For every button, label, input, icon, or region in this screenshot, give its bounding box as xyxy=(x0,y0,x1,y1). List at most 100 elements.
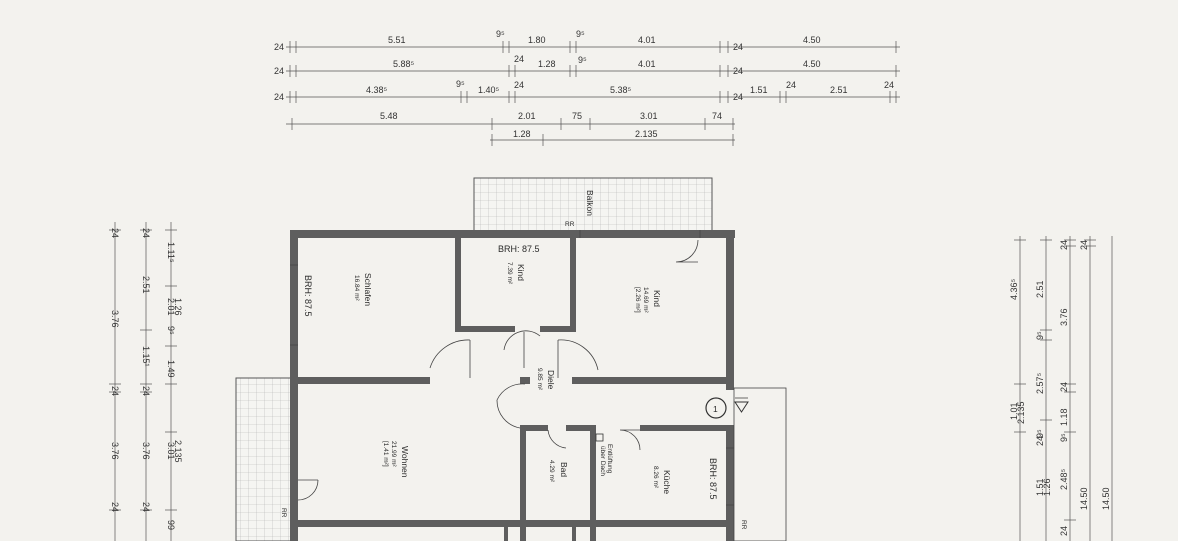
room-wohnen-note: [1.41 m²] xyxy=(382,441,389,467)
dim-top-r4-2: 75 xyxy=(572,111,582,121)
dim-top-r3-7: 1.51 xyxy=(750,85,768,95)
dim-left-c3-1: 2.01 xyxy=(166,298,176,316)
dim-top-r1-3: 1.80 xyxy=(528,35,546,45)
dim-top-r2-0: 24 xyxy=(274,66,284,76)
room-kueche: Küche 8.26 m² xyxy=(652,466,672,494)
dim-top-r4-6: 2.135 xyxy=(635,129,658,139)
dim-top-r4-4: 74 xyxy=(712,111,722,121)
room-diele: Diele 9.85 m² xyxy=(536,368,556,391)
rr-terrace: RR xyxy=(280,508,287,518)
ventilation-note: Entlüftung über Dach xyxy=(595,433,613,476)
dim-left-c3-6: 2.135 xyxy=(173,440,183,463)
room-kind-large-name: Kind xyxy=(652,290,662,307)
rr-balkon: RR xyxy=(565,221,575,228)
entrance-arrow-icon xyxy=(734,401,749,413)
room-kueche-area: 8.26 m² xyxy=(652,466,659,489)
room-kind-large-area: 14.69 m² xyxy=(642,287,649,313)
room-bad: Bad 4.29 m² xyxy=(548,460,569,483)
room-schlafen-name: Schlafen xyxy=(363,273,373,306)
dim-top-r1-4: 9⁵ xyxy=(576,29,585,39)
dim-right-c2-5: 1.51 xyxy=(1035,478,1045,496)
dim-top-r4-3: 3.01 xyxy=(640,111,658,121)
dim-left-c3-4: 1.49 xyxy=(166,360,176,378)
room-kind-small-area: 7.39 m² xyxy=(506,262,513,285)
dim-top-r1-2: 9⁵ xyxy=(496,29,505,39)
dim-top-r3-1: 4.38⁵ xyxy=(366,85,388,95)
rr-kueche: RR xyxy=(740,520,747,530)
dim-top-r3-5: 5.38⁵ xyxy=(610,85,632,95)
brh-top-label: BRH: 87.5 xyxy=(498,244,540,254)
dim-top-r4-0: 5.48 xyxy=(380,111,398,121)
dim-top-r2-2: 24 xyxy=(514,54,524,64)
ventilation-line2: über Dach xyxy=(599,446,606,476)
room-diele-area: 9.85 m² xyxy=(536,368,543,391)
dim-top-r1-1: 5.51 xyxy=(388,35,406,45)
dim-left-c1-2: 24 xyxy=(110,386,120,396)
dim-right-c2-1: 9⁵ xyxy=(1035,331,1045,340)
dim-top-r2-7: 4.50 xyxy=(803,59,821,69)
dim-left-c2-5: 24 xyxy=(141,502,151,512)
dim-left-c2-3: 24 xyxy=(141,386,151,396)
dim-left-c2-0: 24 xyxy=(141,228,151,238)
dim-right-c2-0: 2.51 xyxy=(1035,280,1045,298)
dim-left-c2-1: 2.51 xyxy=(141,276,151,294)
dim-top-r3-0: 24 xyxy=(274,92,284,102)
walls xyxy=(290,230,787,541)
entrance-marker: 1 xyxy=(705,397,749,419)
dim-right-c2-4: 9⁵ xyxy=(1035,429,1045,438)
dim-left-c1-4: 24 xyxy=(110,502,120,512)
dim-right-c3-1: 3.76 xyxy=(1059,308,1069,326)
room-schlafen-area: 16.84 m² xyxy=(353,275,360,301)
dim-right-c4-0: 24 xyxy=(1079,240,1089,250)
entrance-number: 1 xyxy=(713,404,718,414)
dim-right-c1-2: 2.135 xyxy=(1016,401,1026,424)
dim-top-r4-1: 2.01 xyxy=(518,111,536,121)
brh-right-label: BRH: 87.5 xyxy=(708,458,718,500)
dim-right-c3-0: 24 xyxy=(1059,240,1069,250)
openings xyxy=(290,230,734,506)
dim-right-c1-1: 1.01 xyxy=(1009,402,1019,420)
dim-top-r4-5: 1.28 xyxy=(513,129,531,139)
left-dimension-chain: 24 3.76 24 3.76 24 24 2.51 1.15¹ 24 3.76… xyxy=(109,222,183,541)
dim-top-r3-10: 24 xyxy=(884,80,894,90)
room-kueche-name: Küche xyxy=(662,470,672,494)
ventilation-shaft-icon xyxy=(595,433,604,442)
dim-right-c2-2: 2.57⁵ xyxy=(1035,372,1045,394)
entrance-circle-icon xyxy=(705,397,727,419)
dim-top-r3-6: 24 xyxy=(733,92,743,102)
room-diele-name: Diele xyxy=(546,370,556,390)
dim-top-r3-3: 1.40⁵ xyxy=(478,85,500,95)
dim-left-c3-0: 1.11⁵ xyxy=(166,242,176,263)
room-wohnen-name: Wohnen xyxy=(400,446,410,478)
room-bad-name: Bad xyxy=(559,462,569,477)
dim-top-r2-6: 24 xyxy=(733,66,743,76)
dim-top-r2-5: 4.01 xyxy=(638,59,656,69)
dim-top-r1-0: 24 xyxy=(274,42,284,52)
dim-top-r1-6: 24 xyxy=(733,42,743,52)
dim-left-c1-3: 3.76 xyxy=(110,442,120,460)
room-wohnen: Wohnen 21.99 m² [1.41 m²] xyxy=(382,441,410,478)
room-bad-area: 4.29 m² xyxy=(548,460,555,483)
dim-left-c2-2: 1.15¹ xyxy=(141,346,151,367)
dim-top-r2-3: 1.28 xyxy=(538,59,556,69)
dim-left-c3-7: 99 xyxy=(166,520,176,530)
ventilation-line1: Entlüftung xyxy=(606,444,613,474)
dim-left-c3-5: 3.01 xyxy=(166,442,176,460)
dim-right-c3-3: 1.18 xyxy=(1059,408,1069,426)
dim-top-r2-1: 5.88⁵ xyxy=(393,59,415,69)
dim-left-c1-1: 3.76 xyxy=(110,310,120,328)
dim-top-r3-2: 9⁵ xyxy=(456,79,465,89)
dim-right-c3-2: 24 xyxy=(1059,382,1069,392)
room-kind-small: Kind 7.39 m² xyxy=(506,262,526,285)
terrace-area xyxy=(235,377,293,541)
dim-right-c4-1: 14.50 xyxy=(1079,487,1089,510)
dim-top-r3-8: 24 xyxy=(786,80,796,90)
room-wohnen-area: 21.99 m² xyxy=(390,441,397,467)
dim-left-c3-2: 1.26 xyxy=(173,298,183,316)
balkon-area xyxy=(473,177,713,234)
dim-top-r2-4: 9⁵ xyxy=(578,55,587,65)
dim-left-c1-0: 24 xyxy=(110,228,120,238)
brh-left-label: BRH: 87.5 xyxy=(303,275,313,317)
balkon-label: Balkon xyxy=(585,190,595,216)
dim-top-r1-5: 4.01 xyxy=(638,35,656,45)
